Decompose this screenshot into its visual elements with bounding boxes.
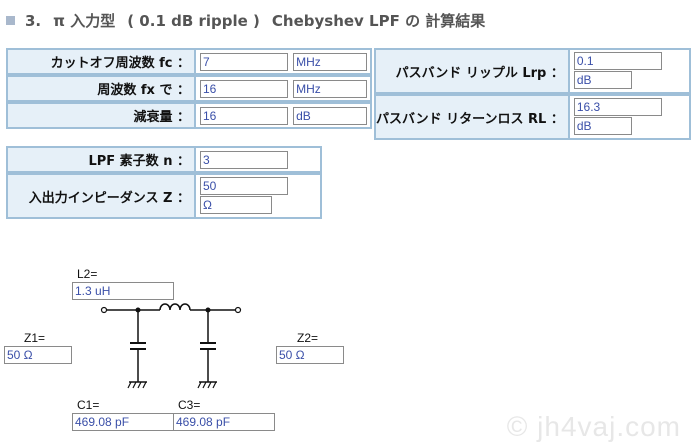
cutoff-value-cell: 7 MHz xyxy=(196,48,372,75)
fx-label: 周波数 fx で ： xyxy=(6,75,196,102)
return-loss-input[interactable]: 16.3 xyxy=(573,98,662,116)
ripple-input[interactable]: 0.1 xyxy=(573,52,662,70)
return-loss-value-cell: 16.3 dB xyxy=(569,94,691,140)
order-label: LPF 素子数 n ： xyxy=(6,146,196,173)
heading-bullet xyxy=(6,16,15,25)
heading-ripple: ( 0.1 dB ripple ) xyxy=(127,11,260,30)
z1-label: Z1= xyxy=(24,331,46,345)
l2-value[interactable]: 1.3 uH xyxy=(72,282,174,300)
z2-label: Z2= xyxy=(297,331,319,345)
ripple-params-table: パスバンド リップル Lrp ： 0.1 dB パスバンド リターンロス RL … xyxy=(374,48,691,140)
attenuation-unit[interactable]: dB xyxy=(293,107,368,126)
cutoff-unit[interactable]: MHz xyxy=(293,53,368,72)
return-loss-unit[interactable]: dB xyxy=(573,117,632,135)
heading-type: π 入力型 xyxy=(53,12,116,30)
order-value-cell: 3 xyxy=(196,146,322,173)
attenuation-label: 減衰量 ： xyxy=(6,102,196,129)
c1-label: C1= xyxy=(77,398,100,412)
impedance-unit[interactable]: Ω xyxy=(200,196,272,214)
order-params-table: LPF 素子数 n ： 3 入出力インピーダンス Z ： 50 Ω xyxy=(6,146,322,219)
fx-unit[interactable]: MHz xyxy=(293,80,368,99)
terminal-right xyxy=(234,306,242,314)
attenuation-input[interactable]: 16 xyxy=(200,107,288,126)
ripple-label: パスバンド リップル Lrp ： xyxy=(374,48,570,94)
capacitor-c3 xyxy=(200,310,216,382)
impedance-label: 入出力インピーダンス Z ： xyxy=(6,173,196,219)
attenuation-value-cell: 16 dB xyxy=(196,102,372,129)
c3-label: C3= xyxy=(178,398,201,412)
fx-value-cell: 16 MHz xyxy=(196,75,372,102)
z2-value[interactable]: 50 Ω xyxy=(276,346,344,364)
heading-number: 3. xyxy=(25,11,42,30)
section-heading: 3. π 入力型 ( 0.1 dB ripple ) Chebyshev LPF… xyxy=(6,10,485,31)
fx-input[interactable]: 16 xyxy=(200,80,288,99)
ground-c1-icon xyxy=(127,381,147,389)
l2-label: L2= xyxy=(77,267,98,281)
capacitor-c1 xyxy=(130,310,146,382)
c3-value[interactable]: 469.08 pF xyxy=(173,413,275,431)
terminal-left xyxy=(100,306,108,314)
impedance-value-cell: 50 Ω xyxy=(196,173,322,219)
cutoff-input[interactable]: 7 xyxy=(200,53,288,72)
impedance-input[interactable]: 50 xyxy=(200,177,288,195)
heading-title: Chebyshev LPF の 計算結果 xyxy=(271,12,486,30)
c1-value[interactable]: 469.08 pF xyxy=(72,413,174,431)
order-input[interactable]: 3 xyxy=(200,151,288,170)
z1-value[interactable]: 50 Ω xyxy=(4,346,72,364)
ground-c3-icon xyxy=(197,381,217,389)
cutoff-params-table: カットオフ周波数 fc ： 7 MHz 周波数 fx で ： 16 MHz 減衰… xyxy=(6,48,372,129)
watermark: © jh4vaj.com xyxy=(506,411,681,442)
cutoff-label: カットオフ周波数 fc ： xyxy=(6,48,196,75)
inductor-l2 xyxy=(159,303,191,311)
return-loss-label: パスバンド リターンロス RL ： xyxy=(374,94,570,140)
ripple-unit[interactable]: dB xyxy=(573,71,632,89)
ripple-value-cell: 0.1 dB xyxy=(569,48,691,94)
